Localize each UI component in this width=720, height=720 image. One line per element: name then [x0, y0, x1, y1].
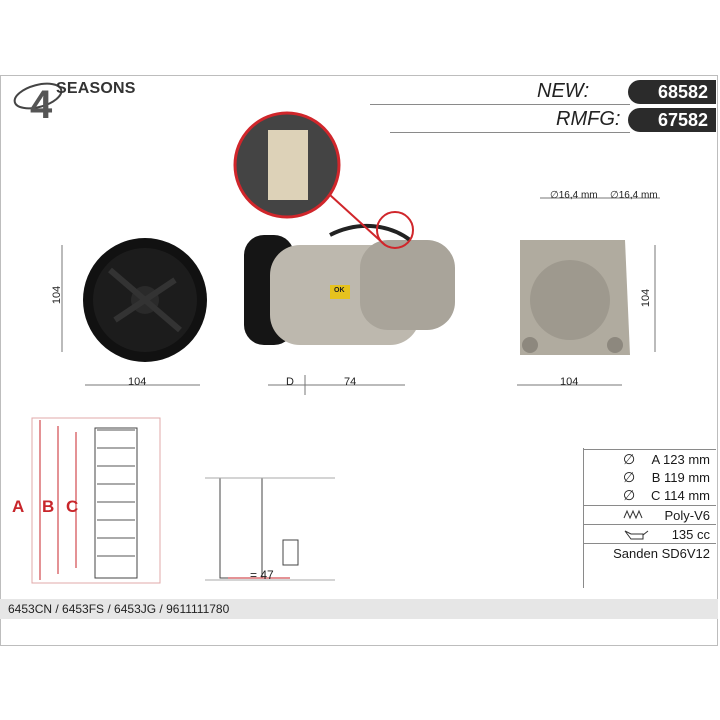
label-b: B [42, 497, 55, 516]
spec-row: 135 cc [583, 524, 716, 544]
spec-row: Sanden SD6V12 [583, 543, 716, 564]
spec-value: A 123 mm [651, 452, 710, 467]
side-d-dim: D [286, 376, 294, 388]
compressor-side-view [244, 223, 455, 395]
spec-row: ∅ A 123 mm [583, 449, 716, 469]
clutch-front-view [61, 238, 207, 386]
product-sheet [0, 75, 718, 646]
label-a: A [12, 497, 25, 516]
rear-height-dim: 104 [640, 288, 653, 308]
divider [583, 448, 584, 588]
side-length-dim: 74 [344, 376, 357, 388]
diameter-icon: ∅ [623, 469, 636, 485]
reference-numbers: 6453CN / 6453FS / 6453JG / 9611111780 [8, 602, 230, 616]
divider [390, 132, 630, 133]
rmfg-part-number: 67582 [628, 108, 716, 132]
spec-value: Sanden SD6V12 [613, 546, 710, 561]
label-c: C [66, 497, 79, 516]
oil-can-icon [623, 526, 649, 543]
new-label: NEW: [537, 80, 590, 102]
compressor-rear-view [517, 197, 660, 386]
footer-bar [0, 599, 718, 619]
brand-name: SEASONS [56, 80, 136, 97]
connector-zoom [233, 111, 414, 249]
spec-row: ∅ C 114 mm [583, 486, 716, 505]
spec-row: ∅ B 119 mm [583, 468, 716, 487]
spec-value: C 114 mm [651, 488, 710, 503]
brand-logo: 4 [12, 76, 142, 127]
ok-sticker: OK [334, 287, 345, 294]
spec-row: Poly-V6 [583, 505, 716, 525]
clutch-width-dim: 104 [128, 376, 147, 388]
rmfg-label: RMFG: [556, 108, 621, 130]
port-2-dim: ∅16,4 mm [610, 190, 658, 201]
diameter-icon: ∅ [623, 451, 636, 467]
divider [370, 104, 630, 105]
pulley-offset-drawing [205, 477, 335, 581]
spec-value: Poly-V6 [664, 508, 710, 523]
rear-width-dim: 104 [560, 376, 579, 388]
port-1-dim: ∅16,4 mm [550, 190, 598, 201]
spec-value: 135 cc [671, 527, 710, 542]
clutch-height-dim: 104 [51, 285, 64, 305]
spec-value: B 119 mm [651, 470, 710, 485]
diameter-icon: ∅ [623, 487, 636, 503]
pulley-offset-dim: = 47 [250, 568, 274, 582]
new-part-number: 68582 [628, 80, 716, 104]
pulley-icon [623, 507, 643, 523]
logo-mark: 4 [30, 83, 53, 122]
pulley-profile-drawing [31, 417, 161, 584]
